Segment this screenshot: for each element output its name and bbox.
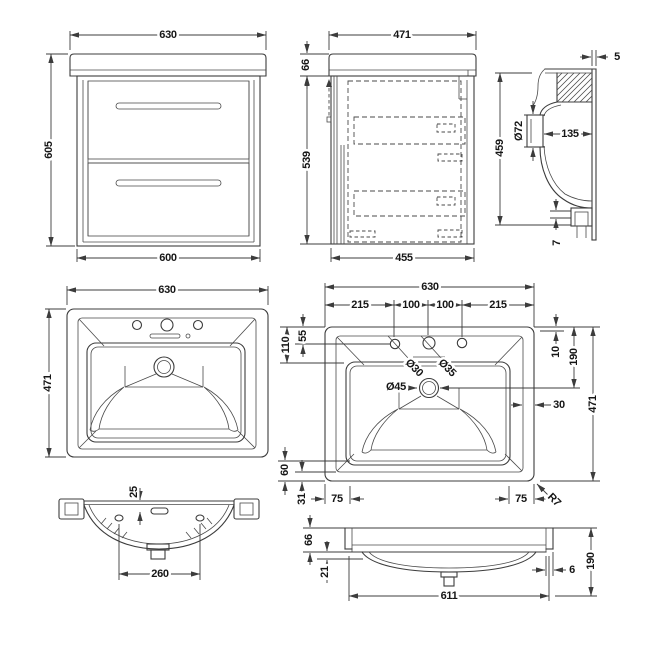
tap-hole-left-2 (389, 338, 401, 350)
basin-plan-dims-view: 630 215 100 100 215 55 110 Ø30 Ø35 Ø45 (277, 279, 602, 512)
basin-front-view: 66 21 611 6 190 (301, 515, 600, 605)
dim-worktop-height: 66 (300, 59, 312, 71)
dim-waste-dia: Ø45 (386, 381, 406, 393)
waste-boss-bottom (150, 549, 166, 560)
fixing-hole-right (195, 514, 205, 522)
tap-hole-right-2 (456, 337, 468, 349)
dim-lip: 6 (569, 564, 575, 576)
fixing-hole-left (114, 514, 124, 522)
waste-front-bottom (443, 576, 455, 587)
dim-rim-side: 30 (553, 399, 565, 411)
dim-tap-setback: 55 (297, 330, 309, 342)
dim-outlet-gap: 7 (551, 240, 563, 246)
dim-cabinet-height: 539 (301, 151, 313, 169)
dim-width-2: 630 (421, 281, 439, 293)
dim-cabinet-depth: 455 (395, 252, 413, 264)
dim-tap-left: 215 (351, 299, 369, 311)
vanity-front-linework (69, 53, 267, 247)
dim-tap-hole-centre: Ø35 (436, 357, 459, 380)
dim-overflow-setback: 25 (128, 486, 140, 498)
dim-bowl-drop: 21 (319, 566, 331, 578)
dim-overall-width: 630 (159, 29, 177, 41)
section-hatching (556, 72, 593, 103)
drawer-handle-top (115, 102, 222, 110)
dim-rim-height: 66 (303, 534, 315, 546)
vanity-side-view: 471 66 539 455 (298, 27, 477, 267)
tap-hole-centre (160, 318, 174, 332)
dim-corner-radius: R7 (545, 491, 563, 509)
basin-underside-linework (58, 498, 260, 560)
waste-hole-2 (418, 377, 440, 399)
vanity-front-dimensions: 630 605 600 (41, 27, 267, 267)
cabinet-side-outline (330, 75, 475, 245)
dim-bowl-setback: 110 (280, 336, 292, 353)
basin-section-linework (526, 68, 597, 241)
dim-bowl-depth: 135 (561, 128, 579, 140)
cabinet-outline (76, 75, 261, 247)
dim-overall-height: 605 (43, 141, 55, 159)
basin-section-dimensions: 5 459 Ø72 135 7 (492, 49, 623, 249)
dim-corner-right: 75 (515, 493, 527, 505)
overflow-slot-underside (150, 507, 169, 515)
drawer-bottom (87, 162, 250, 237)
dim-section-height: 459 (494, 139, 506, 157)
dim-base-width: 611 (441, 590, 458, 602)
vanity-front-view: 630 605 600 (41, 27, 267, 267)
dim-tap-mid-right: 100 (436, 299, 454, 311)
waste-hole (153, 356, 175, 378)
bowl-rim-outer (86, 342, 246, 443)
dim-cabinet-width: 600 (159, 252, 177, 264)
fixing-lug-left (58, 498, 85, 520)
bowl-rim-outer-2 (345, 361, 511, 466)
basin-underside-view: 25 260 (58, 484, 260, 583)
drawer-handle-bottom (115, 179, 222, 187)
dim-rim-front: 31 (296, 493, 308, 505)
dim-tap-hole-outer: Ø30 (403, 357, 426, 380)
dim-waste-setback: 190 (568, 348, 580, 366)
waste-front-top (440, 571, 458, 578)
dim-depth-2: 471 (587, 395, 599, 413)
basin-front-dimensions: 66 21 611 6 190 (301, 515, 600, 605)
basin-plan-view: 630 471 (40, 282, 269, 458)
dim-basin-depth: 471 (42, 374, 54, 392)
dim-overall-basin-height: 190 (585, 552, 597, 570)
dim-fixing-centres: 260 (151, 568, 169, 580)
basin-section-view: 5 459 Ø72 135 7 (492, 49, 623, 249)
waste-outlet-section (570, 207, 593, 227)
basin-underside-dimensions: 25 260 (118, 484, 201, 583)
dim-overall-depth: 471 (393, 29, 411, 41)
dim-corner-left: 75 (331, 493, 343, 505)
basin-outline (66, 308, 269, 458)
worktop-side-outline (328, 53, 477, 77)
bowl-underside-outer (83, 504, 235, 550)
tap-hole-left (131, 319, 143, 331)
basin-front-linework (344, 527, 554, 587)
dim-overflow-dia: Ø72 (513, 121, 525, 141)
wall-fixing-marker (326, 79, 332, 123)
drawer-top (87, 80, 250, 160)
basin-plan-dimensions: 630 471 (40, 282, 269, 458)
worktop-outline (69, 53, 267, 77)
overflow-channel (526, 114, 544, 148)
dim-tap-right: 215 (489, 299, 507, 311)
fixing-lug-right (233, 498, 260, 520)
vanity-side-dimensions: 471 66 539 455 (298, 27, 477, 267)
overflow-slot (149, 333, 181, 339)
tap-hole-centre-2 (422, 336, 436, 350)
dim-basin-width: 630 (158, 284, 176, 296)
dim-front-gap: 60 (279, 464, 291, 476)
dim-back-gap: 10 (550, 346, 562, 358)
bowl-underside-inner (88, 504, 230, 545)
bowl-front-inner (368, 551, 530, 569)
bowl-wall-outer (539, 101, 593, 209)
tap-hole-right (192, 319, 204, 331)
basin-outline-2 (324, 326, 535, 482)
vanity-side-linework (326, 53, 477, 245)
basin-plan-linework (66, 308, 269, 458)
dim-back-lip: 5 (614, 51, 620, 63)
dim-tap-mid-left: 100 (402, 299, 420, 311)
basin-plan-dims-linework (324, 326, 535, 482)
basin-plan-dims-dimensions: 630 215 100 100 215 55 110 Ø30 Ø35 Ø45 (277, 279, 602, 512)
